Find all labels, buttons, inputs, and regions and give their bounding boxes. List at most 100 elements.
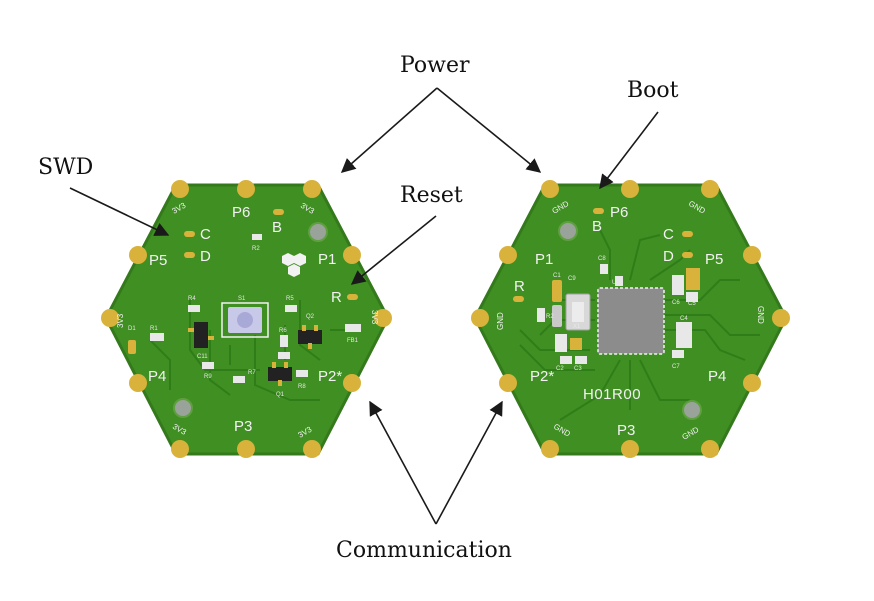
ref-c9: C9 — [568, 276, 576, 282]
ref-r6: R6 — [279, 328, 287, 334]
pad-top-mid — [621, 180, 639, 198]
left-board-edge-pads — [101, 180, 392, 458]
callout-arrows — [69, 87, 659, 525]
mounting-hole — [173, 398, 193, 418]
ref-r1: R1 — [150, 326, 158, 332]
arrow-communication-left — [369, 400, 437, 525]
pad-lower-left — [129, 374, 147, 392]
pad-b — [593, 208, 604, 214]
label-power: Power — [400, 53, 470, 78]
ref-s: S1 — [238, 296, 246, 302]
left-pad-d-label: D — [200, 248, 211, 265]
arrow-swd — [69, 187, 170, 236]
left-board: P6 B C D P5 P1 R P4 P2* P3 3V3 3V3 3V3 3… — [101, 180, 392, 458]
pad-top-left — [171, 180, 189, 198]
pad-upper-right — [743, 246, 761, 264]
right-pin-p3: P3 — [617, 422, 635, 439]
arrow-power-left — [340, 87, 438, 173]
pad-bottom-right — [701, 440, 719, 458]
pad-bottom-left — [171, 440, 189, 458]
microcontroller-chip — [597, 287, 665, 355]
ref-q2: Q2 — [306, 314, 315, 320]
label-swd: SWD — [38, 155, 93, 180]
ref-c6: C6 — [672, 300, 680, 306]
left-board-traces — [149, 300, 355, 401]
pad-bottom-mid — [237, 440, 255, 458]
ref-r7: R7 — [248, 370, 256, 376]
right-pin-p1: P1 — [535, 251, 553, 268]
ref-c2: C2 — [556, 366, 564, 372]
right-pad-r-label: R — [514, 278, 525, 295]
pad-r — [513, 296, 524, 302]
pad-left — [101, 309, 119, 327]
right-pad-b-label: B — [592, 218, 602, 235]
ref-x1: X1 — [573, 324, 581, 330]
ref-c4: C4 — [680, 316, 688, 322]
pad-lower-right — [743, 374, 761, 392]
ref-r5: R5 — [286, 296, 294, 302]
pad-upper-right — [343, 246, 361, 264]
right-pin-p4: P4 — [708, 368, 726, 385]
arrow-reset — [350, 215, 437, 285]
right-pin-p5: P5 — [705, 251, 723, 268]
mounting-hole — [558, 221, 578, 241]
right-board-edge-pads — [471, 180, 790, 458]
pad-upper-left — [129, 246, 147, 264]
pad-lower-right — [343, 374, 361, 392]
mounting-hole — [308, 222, 328, 242]
left-pin-p6: P6 — [232, 204, 250, 221]
pad-d — [682, 252, 693, 258]
pad-c — [682, 231, 693, 237]
ref-r2: R2 — [252, 246, 260, 252]
left-corner-right: 3V3 — [370, 310, 379, 325]
left-pad-c-label: C — [200, 226, 211, 243]
ref-c7: C7 — [672, 364, 680, 370]
label-boot: Boot — [627, 78, 679, 103]
pad-top-left — [541, 180, 559, 198]
left-board-components — [128, 234, 361, 386]
ref-u1: U1 — [612, 280, 620, 286]
left-pad-r-label: R — [331, 289, 342, 306]
ref-q1: Q1 — [276, 392, 285, 398]
ref-r8: R8 — [298, 384, 306, 390]
pad-top-mid — [237, 180, 255, 198]
pad-bottom-right — [303, 440, 321, 458]
pad-top-right — [701, 180, 719, 198]
ref-fb1: FB1 — [347, 338, 359, 344]
switch-frame — [221, 302, 269, 338]
left-pin-p3: P3 — [234, 418, 252, 435]
ref-c3: C3 — [574, 366, 582, 372]
left-pin-p4: P4 — [148, 368, 166, 385]
right-pad-d-label: D — [663, 248, 674, 265]
pad-b — [273, 209, 284, 215]
pad-c — [184, 231, 195, 237]
transistor-q1 — [268, 367, 292, 381]
label-reset: Reset — [400, 183, 463, 208]
left-corner-left: 3V3 — [116, 313, 125, 328]
pad-bottom-left — [541, 440, 559, 458]
label-communication: Communication — [336, 538, 512, 563]
right-pin-p2: P2* — [530, 368, 554, 385]
pad-left — [471, 309, 489, 327]
right-corner-left: GND — [496, 312, 505, 330]
left-pin-p1: P1 — [318, 251, 336, 268]
transistor-q2 — [298, 330, 322, 344]
pad-bottom-mid — [621, 440, 639, 458]
right-board: P6 B C D P5 P1 R P2* P4 P3 H01R00 GND GN… — [471, 180, 790, 458]
ref-c5: C5 — [688, 301, 696, 307]
arrow-boot — [599, 111, 659, 190]
left-pin-p2: P2* — [318, 368, 342, 385]
ref-c8: C8 — [598, 256, 606, 262]
pad-right — [374, 309, 392, 327]
pad-top-right — [303, 180, 321, 198]
mounting-hole — [682, 400, 702, 420]
ref-r9: R9 — [204, 374, 212, 380]
right-pin-p6: P6 — [610, 204, 628, 221]
right-board-components — [537, 264, 700, 364]
pad-lower-left — [499, 374, 517, 392]
arrow-communication-right — [435, 400, 503, 525]
right-corner-right: GND — [756, 306, 765, 324]
transistor-dark — [194, 322, 208, 348]
pad-d — [184, 252, 195, 258]
